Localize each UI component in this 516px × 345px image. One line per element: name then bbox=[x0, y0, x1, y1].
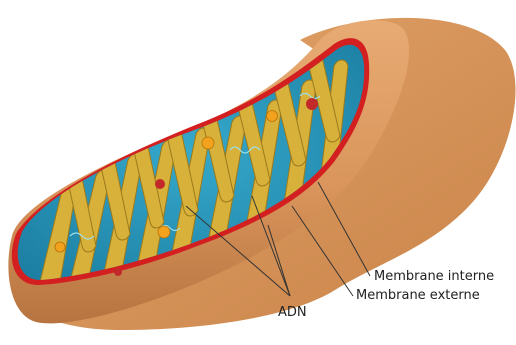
granule bbox=[202, 137, 214, 149]
granule bbox=[267, 111, 278, 122]
label-inner-membrane: Membrane interne bbox=[374, 269, 494, 284]
ribosome bbox=[114, 268, 122, 276]
ribosome bbox=[306, 98, 318, 110]
label-outer-membrane: Membrane externe bbox=[356, 288, 480, 303]
ribosome bbox=[155, 179, 165, 189]
granule bbox=[55, 242, 65, 252]
label-dna: ADN bbox=[278, 305, 307, 320]
granule bbox=[158, 226, 170, 238]
